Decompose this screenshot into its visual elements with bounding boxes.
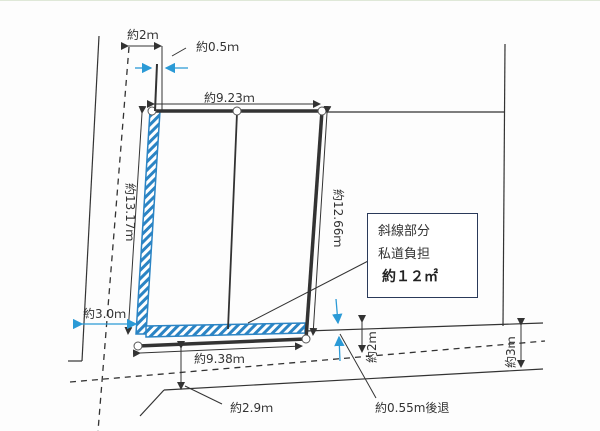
neighbor-lines: [68, 35, 544, 417]
blue-dimension-arrows: [72, 62, 345, 362]
label-road-width-right: 約3ｍ: [503, 336, 518, 368]
lot-outline: [137, 109, 324, 348]
legend-line-private-road: 私道負担: [378, 247, 431, 262]
label-right-edge: 約12.66ｍ: [331, 189, 346, 247]
label-top-edge: 約9.23ｍ: [204, 90, 255, 105]
label-left-edge: 約13.17ｍ: [123, 183, 138, 241]
label-road-width-bottom: 約2ｍ: [364, 331, 379, 363]
label-left-setback: 約3.0ｍ: [83, 306, 126, 321]
dimension-lines: [121, 42, 525, 405]
label-road-width-top: 約2ｍ: [127, 27, 159, 42]
label-setback: 約0.55m後退: [375, 400, 449, 415]
legend-box: 斜線部分 私道負担 約１２㎡: [367, 213, 478, 298]
legend-line-hatched: 斜線部分: [378, 224, 431, 239]
hatched-area-bottom: [145, 322, 306, 338]
legend-line-area: 約１２㎡: [382, 269, 438, 285]
road-centerlines: [69, 46, 546, 431]
label-bottom-edge: 約9.38ｍ: [194, 351, 245, 366]
label-front-road: 約2.9ｍ: [230, 400, 273, 415]
label-offset-top: 約0.5ｍ: [196, 39, 239, 54]
